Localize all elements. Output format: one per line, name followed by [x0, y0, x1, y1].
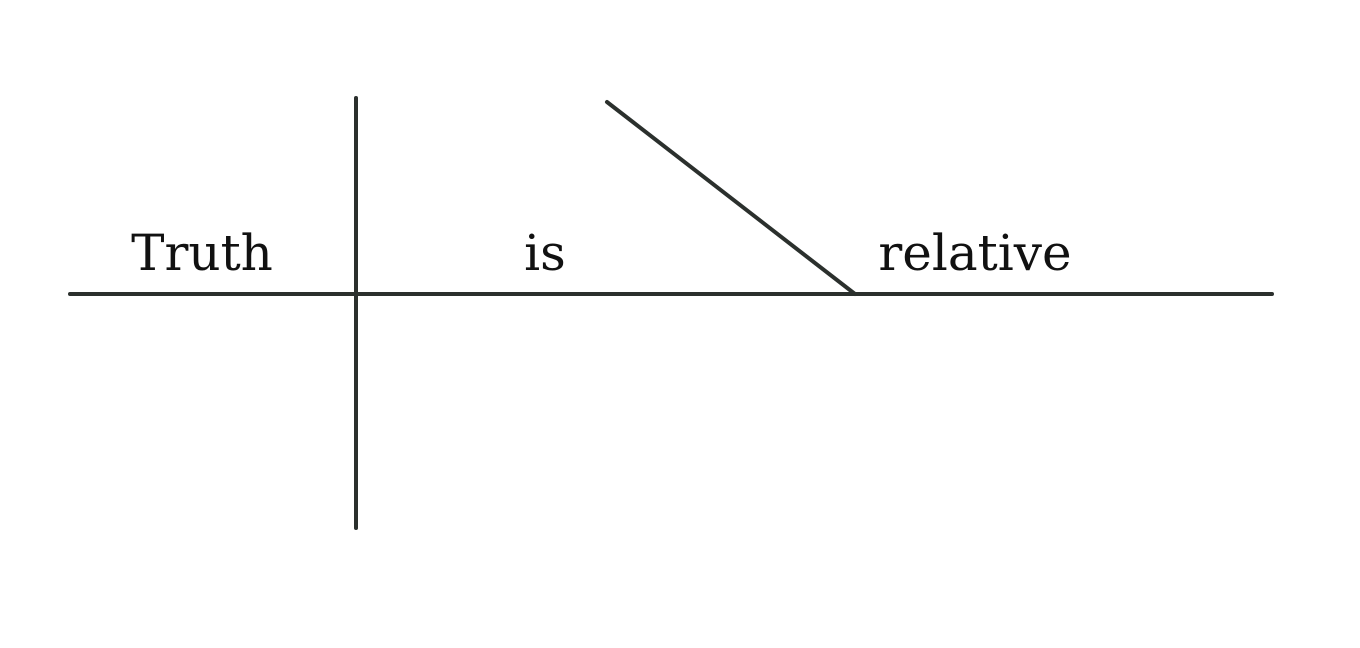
complement-word: relative [878, 224, 1071, 282]
complement-slant-line [605, 100, 857, 296]
verb-word: is [524, 224, 566, 282]
subject-word: Truth [131, 224, 273, 282]
